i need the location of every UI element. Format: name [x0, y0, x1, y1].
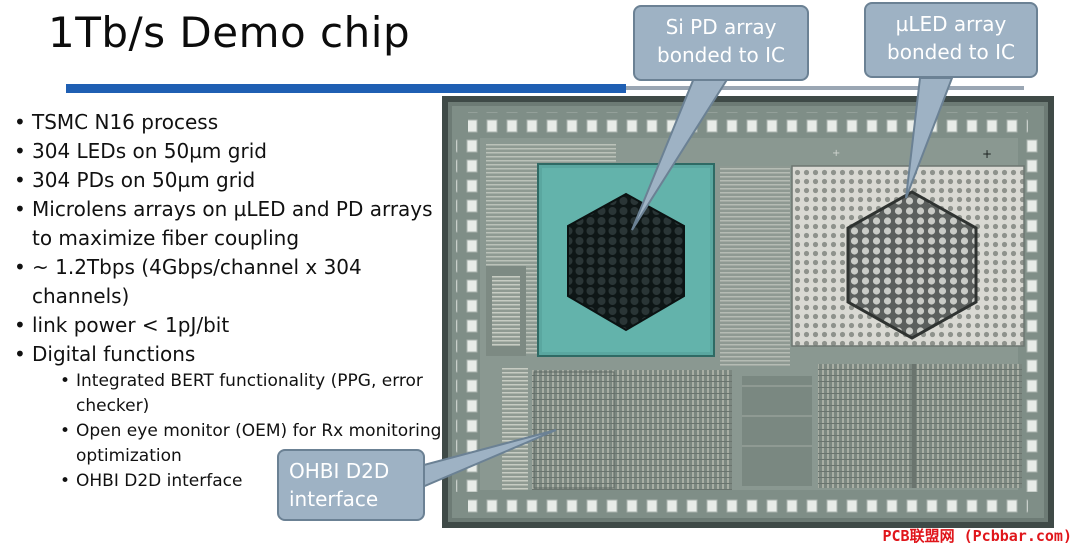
slide-title: 1Tb/s Demo chip	[48, 8, 411, 57]
bullet-list: TSMC N16 process 304 LEDs on 50µm grid 3…	[14, 108, 454, 494]
chip-die-illustration: + +	[442, 96, 1054, 528]
bullet-digital-functions: Digital functions Integrated BERT functi…	[14, 340, 454, 494]
bullet-microlens: Microlens arrays on µLED and PD arrays t…	[14, 195, 454, 253]
bullet-process: TSMC N16 process	[14, 108, 454, 137]
chip-die-photo: + +	[442, 96, 1054, 528]
bullet-digital-functions-label: Digital functions	[32, 342, 196, 366]
bullet-throughput: ~ 1.2Tbps (4Gbps/channel x 304 channels)	[14, 253, 454, 311]
svg-text:+: +	[982, 147, 992, 161]
bullet-link-power: link power < 1pJ/bit	[14, 311, 454, 340]
svg-text:+: +	[832, 148, 840, 159]
callout-uled-array: µLED array bonded to IC	[864, 2, 1038, 78]
bullet-pds: 304 PDs on 50µm grid	[14, 166, 454, 195]
title-underline-rule	[626, 86, 1024, 90]
callout-ohbi-d2d-interface: OHBI D2D interface	[277, 449, 425, 521]
sub-bullet-oem: Open eye monitor (OEM) for Rx monitoring…	[46, 419, 454, 469]
sub-bullet-ohbi: OHBI D2D interface	[46, 469, 454, 494]
sub-bullet-list: Integrated BERT functionality (PPG, erro…	[32, 369, 454, 494]
bullet-leds: 304 LEDs on 50µm grid	[14, 137, 454, 166]
sub-bullet-bert: Integrated BERT functionality (PPG, erro…	[46, 369, 454, 419]
title-underline-accent	[66, 84, 626, 93]
callout-si-pd-array: Si PD array bonded to IC	[633, 5, 809, 81]
watermark: PCB联盟网 (Pcbbar.com)	[882, 527, 1073, 545]
